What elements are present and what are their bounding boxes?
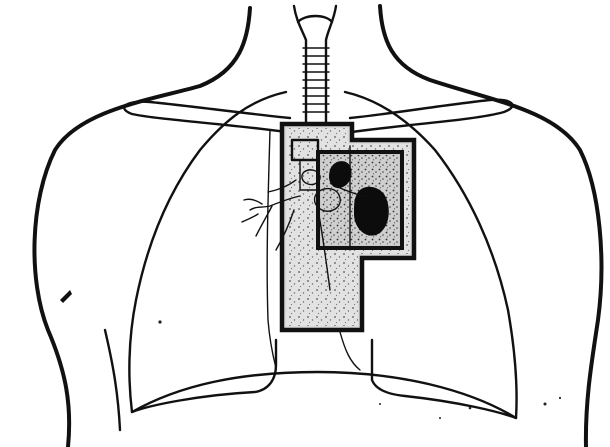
radiation-field-icon (282, 124, 414, 330)
trachea-icon (294, 6, 336, 125)
